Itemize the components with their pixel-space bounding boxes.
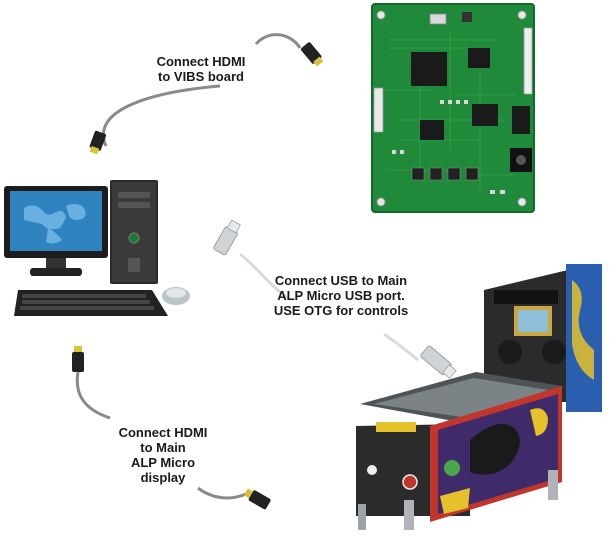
label-connect-hdmi-vibs: Connect HDMI to VIBS board — [142, 54, 260, 84]
label-line: Connect USB to Main — [274, 273, 408, 288]
hdmi-cable-icon — [89, 33, 324, 155]
vibs-board — [371, 3, 535, 213]
label-line: to Main — [140, 440, 186, 455]
label-connect-usb: Connect USB to Main ALP Micro USB port. … — [252, 273, 430, 318]
usb-cable-icon — [213, 219, 457, 379]
label-line: ALP Micro — [130, 455, 196, 470]
label-line: ALP Micro USB port. — [277, 288, 405, 303]
label-line: to VIBS board — [158, 69, 244, 84]
label-line: Connect HDMI — [118, 425, 208, 440]
label-line: display — [140, 470, 186, 485]
pinball-machine — [356, 264, 602, 530]
desktop-computer — [4, 180, 190, 316]
label-line: USE OTG for controls — [273, 303, 409, 318]
label-connect-hdmi-main: Connect HDMI to Main ALP Micro display — [104, 425, 222, 485]
label-line: Connect HDMI — [156, 54, 246, 69]
hdmi-cable-icon — [72, 346, 271, 510]
